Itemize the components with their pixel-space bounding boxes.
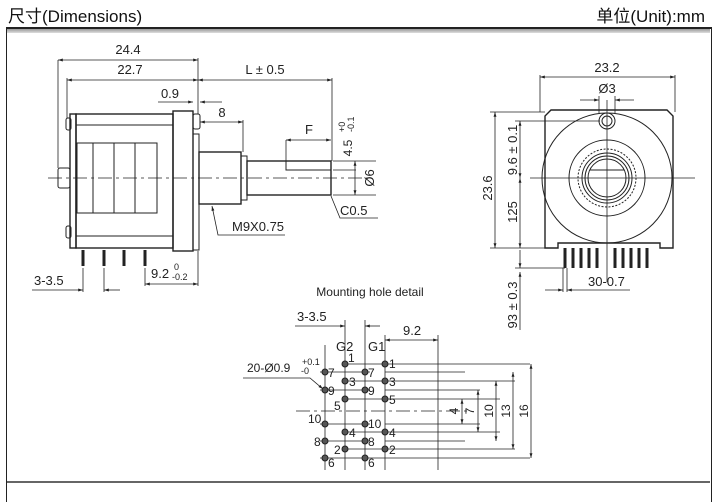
- unit-label: 单位(Unit):mm: [596, 7, 705, 26]
- hole-label: 20-Ø0.9: [247, 361, 291, 375]
- dim-chamfer: C0.5: [340, 203, 367, 218]
- hole-tol-upper: +0.1: [302, 357, 320, 367]
- pin-label: 2: [334, 443, 341, 457]
- dim-flat-depth-tol-lower: -0.1: [346, 116, 356, 132]
- pin-label: 8: [314, 435, 321, 449]
- drawing-frame: [6, 27, 712, 502]
- group-g1-label: G1: [368, 339, 385, 354]
- pin-label: 10: [368, 417, 382, 431]
- front-view: 23.2 Ø3 23.6 9.6 ± 0.1 125 93 ± 0.3 30-0…: [480, 60, 695, 330]
- dim-body: 22.7: [117, 62, 142, 77]
- pin-label: 10: [308, 412, 322, 426]
- pin-label: 1: [348, 351, 355, 365]
- dim-flat: F: [305, 122, 313, 137]
- pin-label: 8: [368, 435, 375, 449]
- pin-label: 9: [368, 384, 375, 398]
- dim-hole-pos: 9.6 ± 0.1: [505, 125, 520, 176]
- dim-overall: 24.4: [115, 42, 140, 57]
- dim-shaft-length: L ± 0.5: [245, 62, 284, 77]
- pin-label: 4: [389, 426, 396, 440]
- frame-top-bar: [7, 29, 710, 33]
- pin-label: 5: [389, 393, 396, 407]
- dim-bushing: 8: [218, 105, 225, 120]
- pin-label: 6: [328, 456, 335, 470]
- dim-pin-offset: 9.2: [151, 266, 169, 281]
- dim-pin-offset-tol-lower: -0.2: [172, 272, 188, 282]
- dim-pin-width: 30-0.7: [588, 274, 625, 289]
- dim-pin-pitch: 3-3.5: [34, 273, 64, 288]
- dim-pin-offset-tol-upper: 0: [174, 262, 179, 272]
- vertical-dim: 10: [482, 404, 496, 418]
- dim-flat-depth-tol-upper: +0: [337, 122, 347, 132]
- vertical-dim: 16: [517, 404, 531, 418]
- dim-flat-depth: 4.5: [341, 139, 355, 156]
- mounting-dim-pitch: 3-3.5: [297, 309, 327, 324]
- pin-label: 7: [328, 366, 335, 380]
- dim-width: 23.2: [594, 60, 619, 75]
- pin-label: 3: [389, 375, 396, 389]
- pin-label: 1: [389, 357, 396, 371]
- dim-height: 23.6: [480, 175, 495, 200]
- side-view: 24.4 22.7 L ± 0.5 0.9 8 F 4.5 +0 -0.1 Ø6…: [32, 42, 378, 292]
- dim-center: 125: [505, 201, 520, 223]
- body-housing: [75, 113, 174, 249]
- mounting-flange: [172, 110, 194, 252]
- thread-label: M9X0.75: [232, 219, 284, 234]
- page-title: 尺寸(Dimensions): [8, 7, 143, 26]
- dim-shaft-dia: Ø6: [362, 169, 377, 186]
- dim-flange: 0.9: [161, 86, 179, 101]
- mounting-title: Mounting hole detail: [316, 285, 423, 299]
- front-pins: [563, 248, 649, 268]
- technical-drawing: 24.4 22.7 L ± 0.5 0.9 8 F 4.5 +0 -0.1 Ø6…: [7, 42, 710, 483]
- dim-hole: Ø3: [598, 81, 615, 96]
- pin-label: 7: [368, 366, 375, 380]
- mounting-detail: Mounting hole detail: [243, 285, 533, 470]
- vertical-dim: 7: [463, 407, 477, 414]
- group-g2-label: G2: [336, 339, 353, 354]
- pin-label: 6: [368, 456, 375, 470]
- dim-pin-len: 93 ± 0.3: [505, 282, 520, 329]
- vertical-dim: 4: [447, 407, 461, 414]
- vertical-dim: 13: [499, 404, 513, 418]
- front-housing: [544, 109, 674, 249]
- pin-label: 9: [328, 384, 335, 398]
- mounting-dim-offset: 9.2: [403, 323, 421, 338]
- pin-label: 3: [349, 375, 356, 389]
- hole-tol-lower: -0: [301, 366, 309, 376]
- pin-label: 5: [334, 399, 341, 413]
- pin-label: 2: [389, 443, 396, 457]
- pin-label: 4: [349, 426, 356, 440]
